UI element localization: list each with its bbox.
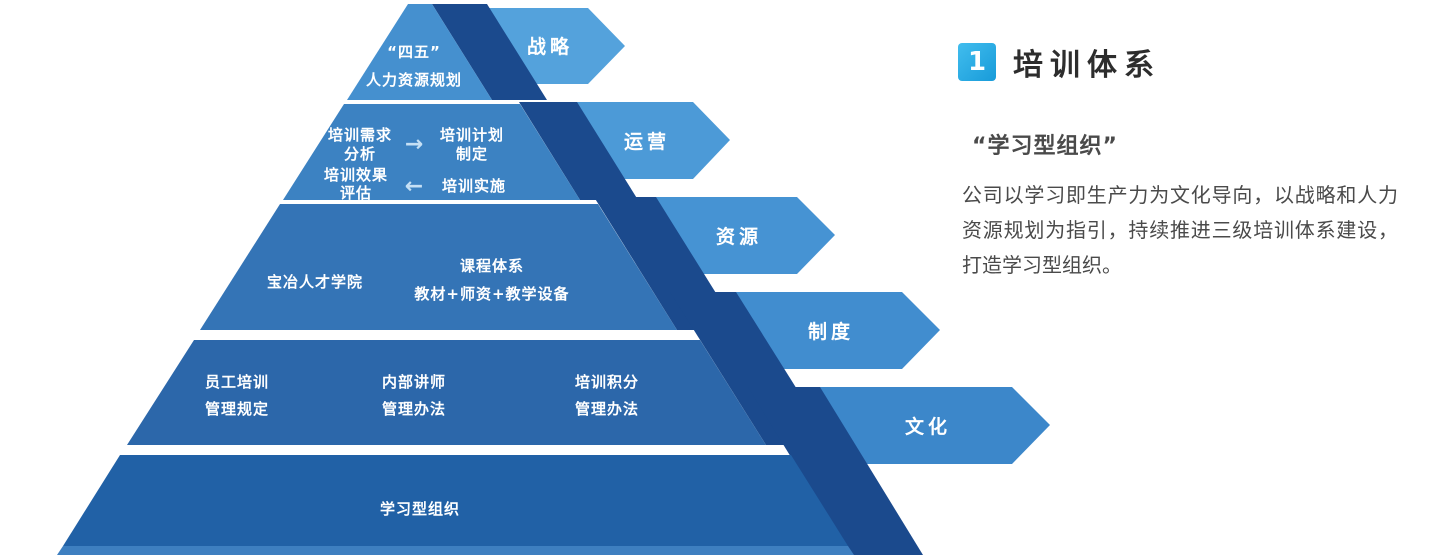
internal-lecturer-rule-line1: 内部讲师 bbox=[382, 373, 446, 391]
banner-arrow-system bbox=[721, 292, 940, 369]
info-panel: 1 培训体系 “学习型组织” 公司以学习即生产力为文化导向，以战略和人力资源规划… bbox=[958, 40, 1432, 283]
layer-strategy-shadow bbox=[432, 4, 547, 100]
layer-culture-shadow bbox=[748, 387, 923, 555]
talent-academy: 宝冶人才学院 bbox=[267, 273, 363, 291]
training-plan-line1: 培训计划 bbox=[440, 126, 504, 144]
training-need-line2: 分析 bbox=[344, 145, 376, 163]
section-heading: 1 培训体系 bbox=[958, 40, 1432, 84]
banner-arrow-resource bbox=[645, 197, 835, 274]
training-credit-rule-line2: 管理办法 bbox=[575, 400, 639, 418]
employee-training-rule-line2: 管理规定 bbox=[205, 400, 269, 418]
layer-resource-face bbox=[200, 204, 677, 330]
flow-arrow-right-icon: → bbox=[405, 132, 423, 157]
banner-label-strategy: 战略 bbox=[527, 35, 573, 58]
layer-operation-shadow bbox=[519, 102, 638, 200]
employee-training-rule-line1: 员工培训 bbox=[205, 373, 269, 391]
strategy-line2: 人力资源规划 bbox=[366, 71, 462, 89]
layer-culture-face bbox=[63, 455, 848, 546]
section-number: 1 bbox=[967, 47, 987, 77]
training-credit-rule-line1: 培训积分 bbox=[575, 373, 639, 391]
banner-arrow-culture bbox=[799, 387, 1050, 464]
layer-strategy-face bbox=[347, 4, 492, 100]
pyramid-layer-operation: 运营 培训需求 分析 → 培训计划 制定 培训效果 评估 ← 培训实施 bbox=[283, 102, 730, 202]
intro-subtitle: “学习型组织” bbox=[972, 134, 1118, 159]
training-plan-line2: 制定 bbox=[456, 145, 488, 163]
banner-label-culture: 文化 bbox=[905, 415, 951, 438]
banner-label-system: 制度 bbox=[808, 320, 854, 343]
banner-label-operation: 运营 bbox=[624, 130, 670, 153]
section-number-badge: 1 bbox=[958, 43, 996, 81]
training-effect-line2: 评估 bbox=[340, 184, 372, 202]
training-implementation: 培训实施 bbox=[442, 177, 506, 195]
banner-label-resource: 资源 bbox=[716, 225, 762, 248]
learning-organization: 学习型组织 bbox=[380, 500, 460, 518]
intro-body: 公司以学习即生产力为文化导向，以战略和人力资源规划为指引，持续推进三级培训体系建… bbox=[962, 183, 1398, 277]
pyramid-layer-strategy: 战略 “四五” 人力资源规划 bbox=[347, 4, 625, 100]
strategy-line1: “四五” bbox=[387, 43, 441, 61]
pyramid-base-strip bbox=[57, 546, 854, 555]
flow-arrow-left-icon: ← bbox=[405, 174, 423, 199]
section-title: 培训体系 bbox=[1013, 48, 1161, 83]
training-effect-line1: 培训效果 bbox=[324, 166, 388, 184]
pyramid-layer-resource: 资源 宝冶人才学院 课程体系 教材+师资+教学设备 bbox=[200, 197, 835, 330]
course-materials: 教材+师资+教学设备 bbox=[413, 285, 569, 303]
training-need-line1: 培训需求 bbox=[328, 126, 392, 144]
layer-operation-face bbox=[283, 104, 580, 200]
pyramid-layer-culture: 文化 学习型组织 bbox=[57, 387, 1050, 555]
internal-lecturer-rule-line2: 管理办法 bbox=[382, 400, 446, 418]
layer-system-face bbox=[127, 340, 766, 445]
course-system: 课程体系 bbox=[460, 257, 524, 275]
